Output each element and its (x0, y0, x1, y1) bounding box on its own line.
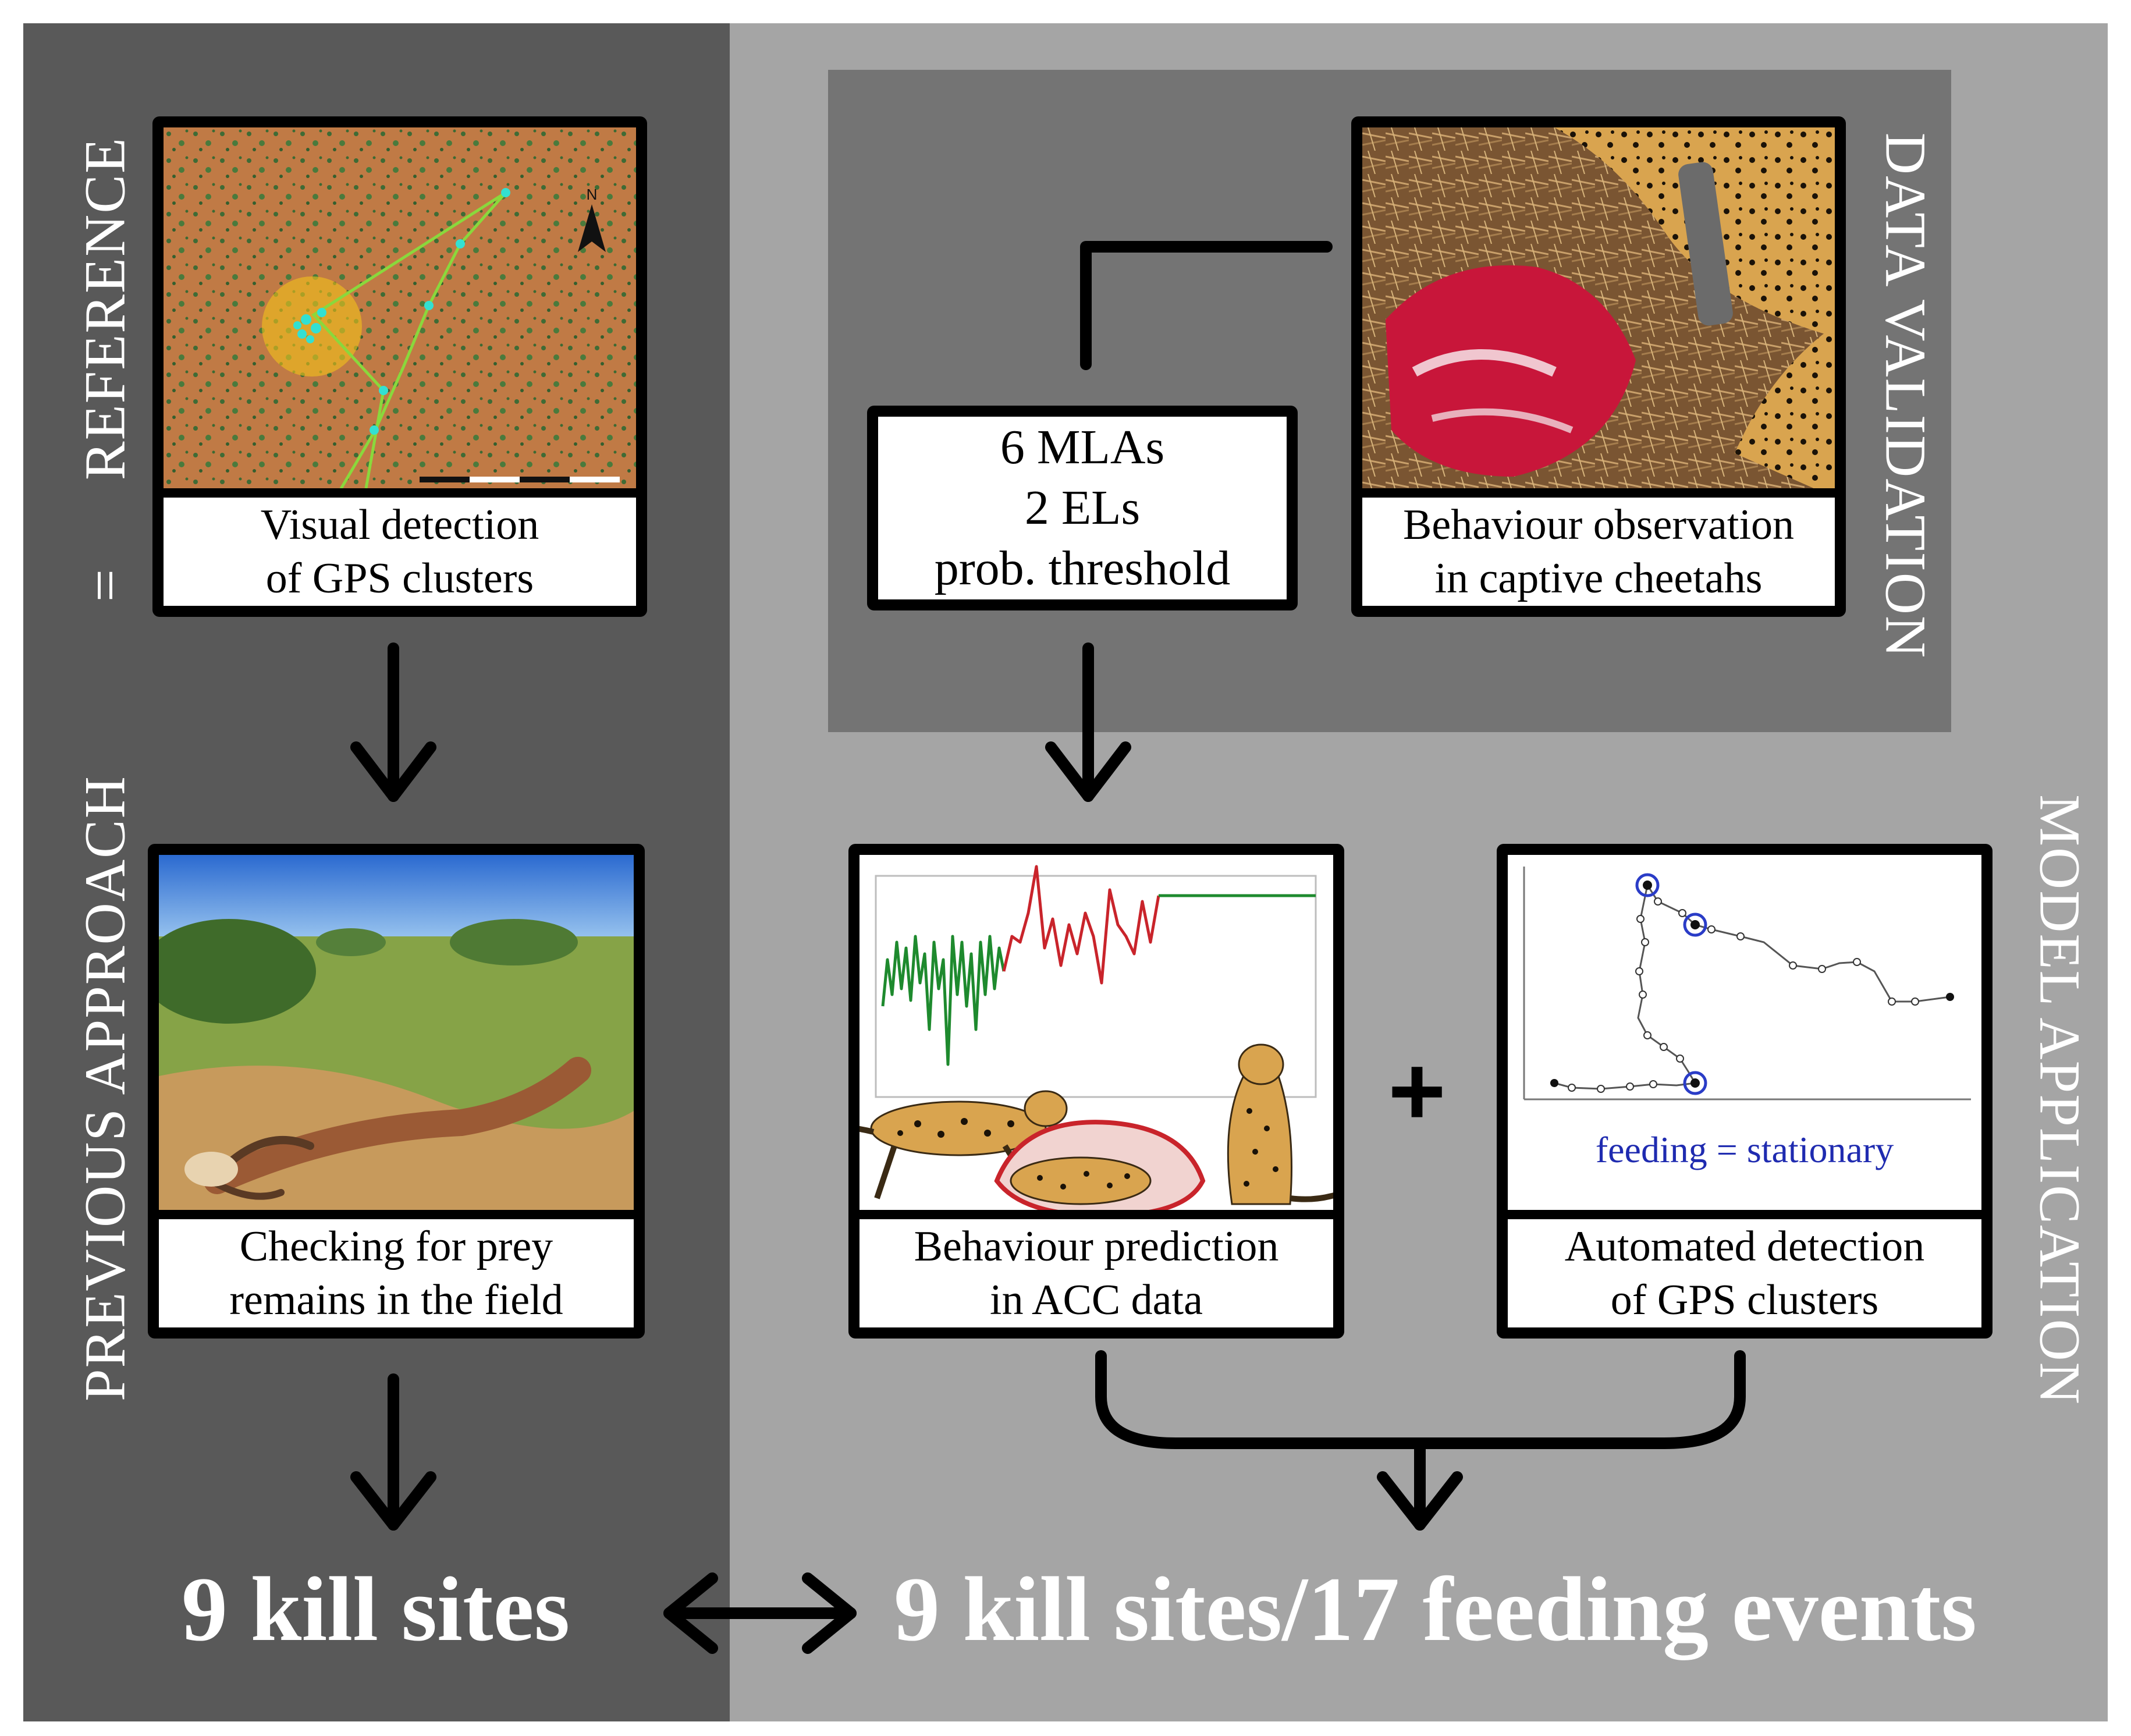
result-left: 9 kill sites (182, 1559, 570, 1660)
arrow-down-3 (1045, 642, 1131, 802)
gps-track-plot: feeding = stationary (1523, 867, 1971, 1170)
caption-line: Visual detection (260, 501, 539, 549)
caption-line: of GPS clusters (265, 555, 534, 602)
arrow-down-4 (1377, 1437, 1463, 1531)
double-arrow (663, 1572, 857, 1654)
behaviour-prediction-caption: Behaviour prediction in ACC data (859, 1210, 1333, 1327)
caption-line: in captive cheetahs (1434, 555, 1763, 602)
arrow-down-2 (350, 1373, 436, 1531)
automated-detection-caption: Automated detection of GPS clusters (1508, 1210, 1981, 1327)
automated-detection-card: feeding = stationary Automated detection… (1497, 844, 1993, 1339)
behaviour-observation-caption: Behaviour observation in captive cheetah… (1362, 488, 1835, 606)
mla-models-text: 6 MLAs 2 ELs prob. threshold (878, 417, 1287, 599)
behaviour-observation-card: Behaviour observation in captive cheetah… (1351, 116, 1846, 617)
behaviour-prediction-card: Behaviour prediction in ACC data (848, 844, 1344, 1339)
visual-detection-caption: Visual detection of GPS clusters (164, 488, 636, 606)
plus-sign: + (1388, 1036, 1446, 1146)
result-right: 9 kill sites/17 feeding events (894, 1559, 1977, 1660)
aerial-gps-map: N (164, 127, 636, 498)
mla-models-card: 6 MLAs 2 ELs prob. threshold (867, 406, 1298, 610)
north-arrow-icon: N (578, 186, 606, 252)
cheetah-sitting-icon (1227, 1043, 1333, 1205)
svg-text:N: N (587, 186, 598, 203)
caption-line: remains in the field (229, 1276, 563, 1324)
cheetah-feeding-icon (994, 1120, 1206, 1219)
validation-bracket (1080, 241, 1333, 370)
arrow-down-1 (350, 642, 436, 802)
caption-line: Behaviour observation (1403, 501, 1794, 549)
caption-line: Checking for prey (239, 1223, 553, 1270)
feeding-stationary-caption: feeding = stationary (1596, 1129, 1894, 1170)
merge-brace (1095, 1350, 1746, 1449)
caption-line: Automated detection (1564, 1223, 1925, 1270)
prey-remains-caption: Checking for prey remains in the field (159, 1210, 634, 1327)
caption-line: in ACC data (990, 1276, 1203, 1324)
field-photo (159, 855, 634, 1219)
mla-line: prob. threshold (934, 541, 1231, 595)
visual-detection-card: N Visual detection of GPS clusters (152, 116, 647, 617)
captive-cheetah-photo (1362, 127, 1835, 498)
mla-line: 6 MLAs (1000, 420, 1165, 474)
caption-line: Behaviour prediction (914, 1223, 1279, 1270)
prey-remains-card: Checking for prey remains in the field (148, 844, 645, 1339)
caption-line: of GPS clusters (1610, 1276, 1879, 1324)
mla-line: 2 ELs (1024, 481, 1141, 535)
acc-signal-plot (859, 865, 1333, 1219)
